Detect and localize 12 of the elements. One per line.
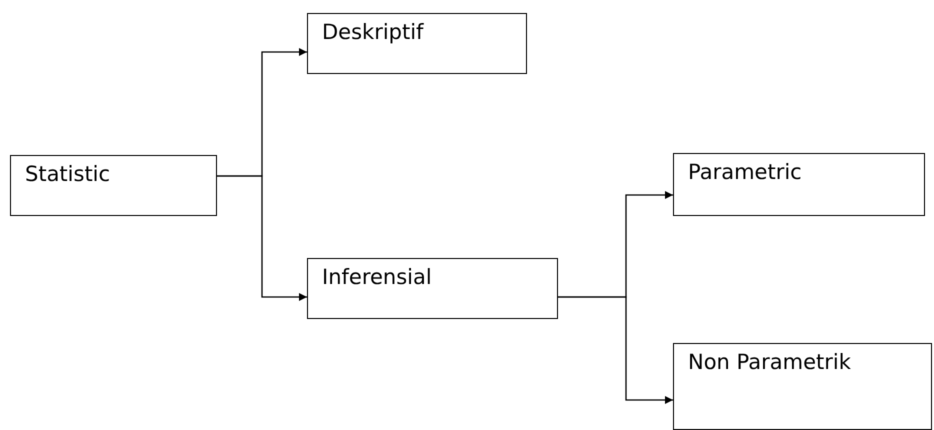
process-box [10, 155, 217, 216]
process-box [307, 13, 527, 74]
box-label: Deskriptif [322, 20, 424, 44]
connector-arrow [558, 296, 673, 404]
process-box [673, 343, 932, 430]
box-label: Inferensial [322, 265, 432, 289]
connector-arrow [217, 175, 307, 301]
process-box [673, 153, 925, 216]
box-label: Statistic [25, 162, 110, 186]
box-label: Parametric [688, 160, 802, 184]
box-label: Non Parametrik [688, 350, 851, 374]
process-box [307, 258, 558, 319]
